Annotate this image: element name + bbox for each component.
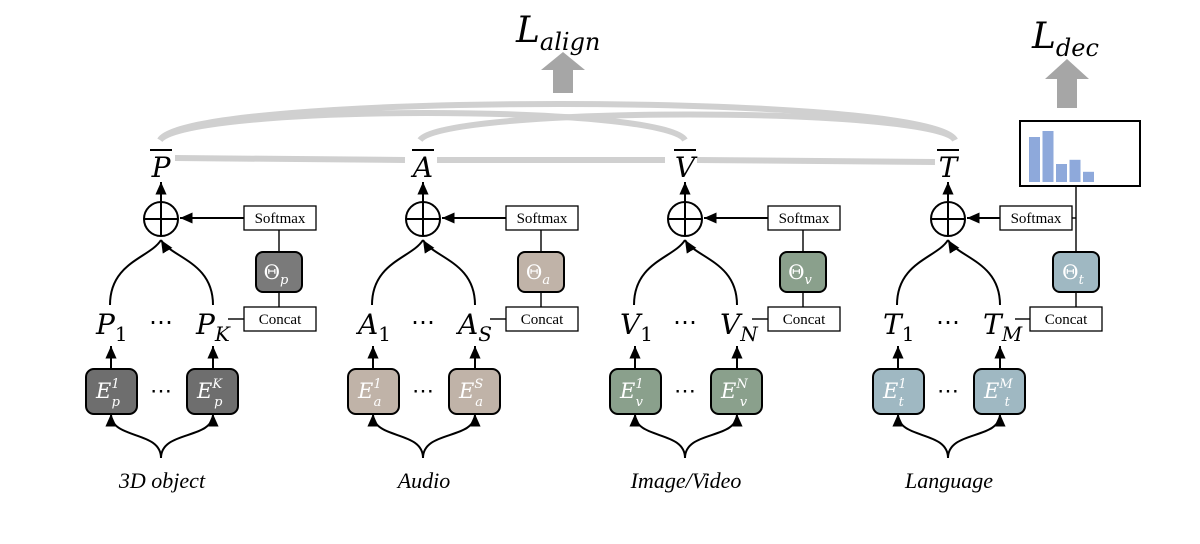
theta-label: Θt bbox=[1062, 260, 1084, 288]
theta-label: Θa bbox=[526, 260, 550, 288]
alignment-connectors bbox=[157, 101, 958, 165]
token-ellipsis: ⋯ bbox=[936, 308, 960, 336]
encoder-ellipsis: ⋯ bbox=[937, 379, 959, 404]
token-last: TM bbox=[983, 308, 1023, 346]
concat-label: Concat bbox=[1045, 312, 1088, 328]
svg-text:Ldec: Ldec bbox=[1031, 16, 1099, 62]
token-first: P1 bbox=[95, 308, 128, 346]
svg-text:Lalign: Lalign bbox=[515, 10, 600, 56]
token-ellipsis: ⋯ bbox=[411, 308, 435, 336]
input-split-curve bbox=[367, 413, 424, 459]
bar bbox=[1042, 131, 1054, 182]
output-bar-chart bbox=[1019, 120, 1141, 187]
concat-label: Concat bbox=[521, 312, 564, 328]
token-merge-curve bbox=[896, 239, 949, 306]
encoder-ellipsis: ⋯ bbox=[412, 379, 434, 404]
dec-arrow-icon bbox=[1045, 59, 1089, 108]
token-last: AS bbox=[455, 308, 492, 346]
token-merge-curve bbox=[633, 239, 686, 306]
concat-label: Concat bbox=[783, 312, 826, 328]
softmax-label: Softmax bbox=[779, 211, 830, 227]
softmax-label: Softmax bbox=[517, 211, 568, 227]
bar bbox=[1069, 159, 1081, 182]
modality-label: Image/Video bbox=[630, 468, 742, 493]
input-split-curve bbox=[629, 413, 686, 459]
modality-label: Audio bbox=[396, 468, 451, 493]
concat-box bbox=[505, 306, 579, 332]
input-split-curve bbox=[892, 413, 949, 459]
align-arrow-icon bbox=[541, 52, 585, 93]
aggregated-symbol: A bbox=[410, 151, 433, 184]
token-first: T1 bbox=[883, 308, 914, 346]
bar bbox=[1029, 137, 1040, 182]
encoder-ellipsis: ⋯ bbox=[674, 379, 696, 404]
aggregated-symbol: P bbox=[151, 151, 172, 184]
loss-dec: Ldec bbox=[1031, 16, 1099, 108]
token-first: V1 bbox=[620, 308, 653, 346]
token-ellipsis: ⋯ bbox=[673, 308, 697, 336]
bar bbox=[1056, 164, 1067, 182]
token-ellipsis: ⋯ bbox=[149, 308, 173, 336]
softmax-label: Softmax bbox=[255, 211, 306, 227]
input-split-curve bbox=[105, 413, 162, 459]
modality-label: 3D object bbox=[118, 468, 206, 493]
encoder-ellipsis: ⋯ bbox=[150, 379, 172, 404]
concat-box bbox=[1029, 306, 1103, 332]
softmax-box bbox=[505, 205, 579, 231]
theta-label: Θp bbox=[264, 260, 289, 288]
token-last: PK bbox=[195, 308, 231, 346]
concat-box bbox=[243, 306, 317, 332]
loss-align: Lalign bbox=[515, 10, 600, 93]
token-first: A1 bbox=[355, 308, 391, 346]
softmax-label: Softmax bbox=[1011, 211, 1062, 227]
softmax-box bbox=[767, 205, 841, 231]
bar bbox=[1083, 171, 1094, 182]
concat-label: Concat bbox=[259, 312, 302, 328]
token-merge-curve bbox=[109, 239, 162, 306]
aggregated-symbol: V bbox=[675, 151, 698, 184]
token-last: VN bbox=[720, 308, 759, 346]
token-merge-curve bbox=[371, 239, 424, 306]
modality-label: Language bbox=[904, 468, 993, 493]
concat-box bbox=[767, 306, 841, 332]
theta-label: Θv bbox=[788, 260, 812, 288]
aggregated-symbol: T bbox=[939, 151, 960, 184]
